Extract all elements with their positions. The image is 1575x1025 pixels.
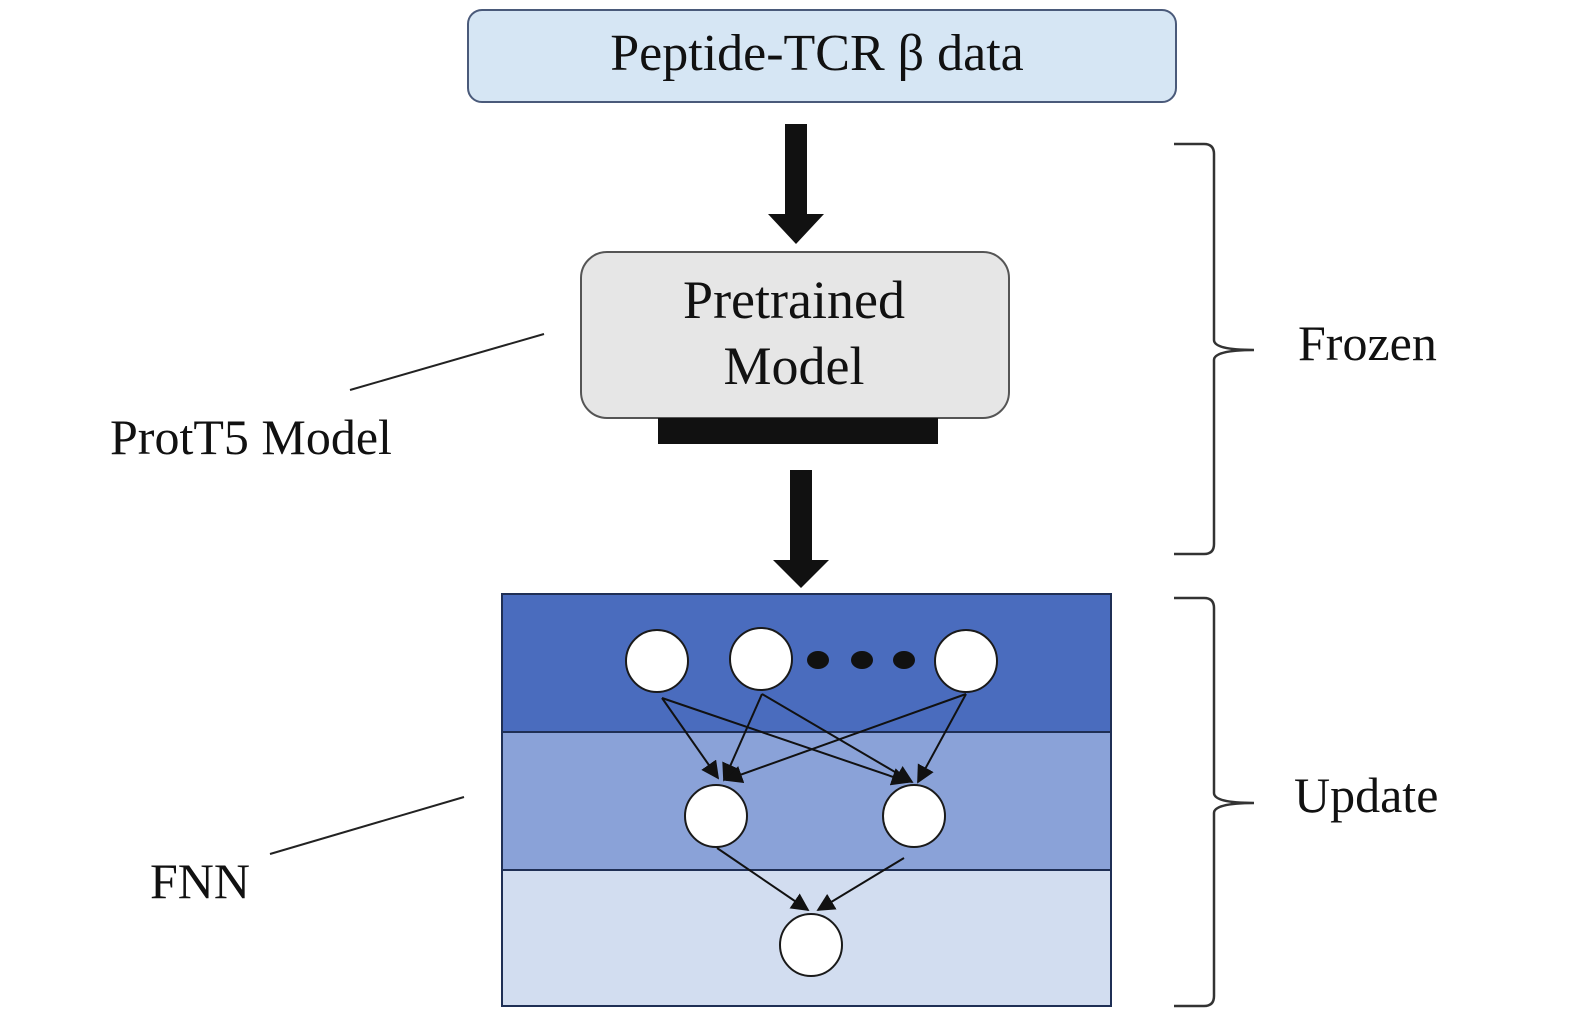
- fnn-input-layer: [501, 593, 1112, 733]
- fnn-hidden-layer: [501, 731, 1112, 871]
- update-bracket: [1174, 596, 1255, 1008]
- update-label: Update: [1294, 767, 1439, 823]
- flow-arrow-input-to-model: [768, 124, 824, 244]
- fnn-hidden-node: [684, 784, 748, 848]
- pretrained-model-line1: Pretrained: [683, 270, 905, 330]
- model-base-bar: [658, 418, 938, 444]
- flow-arrow-model-to-fnn: [773, 470, 829, 588]
- fnn-input-node: [625, 629, 689, 693]
- input-data-box: [467, 9, 1177, 103]
- input-data-label: Peptide-TCR β data: [610, 25, 1024, 82]
- fnn-leader-line: [269, 796, 465, 855]
- fnn-input-node: [729, 627, 793, 691]
- fnn-label: FNN: [150, 853, 251, 909]
- fnn-ellipsis-dots: [807, 651, 915, 669]
- fnn-output-node: [779, 913, 843, 977]
- prott5-model-label: ProtT5 Model: [110, 409, 392, 465]
- frozen-label: Frozen: [1298, 315, 1437, 371]
- frozen-bracket: [1174, 142, 1255, 556]
- fnn-input-node: [934, 629, 998, 693]
- fnn-connections: [661, 693, 967, 912]
- prott5-leader-line: [349, 333, 545, 391]
- pretrained-model-line2: Model: [724, 336, 865, 396]
- fnn-hidden-node: [882, 784, 946, 848]
